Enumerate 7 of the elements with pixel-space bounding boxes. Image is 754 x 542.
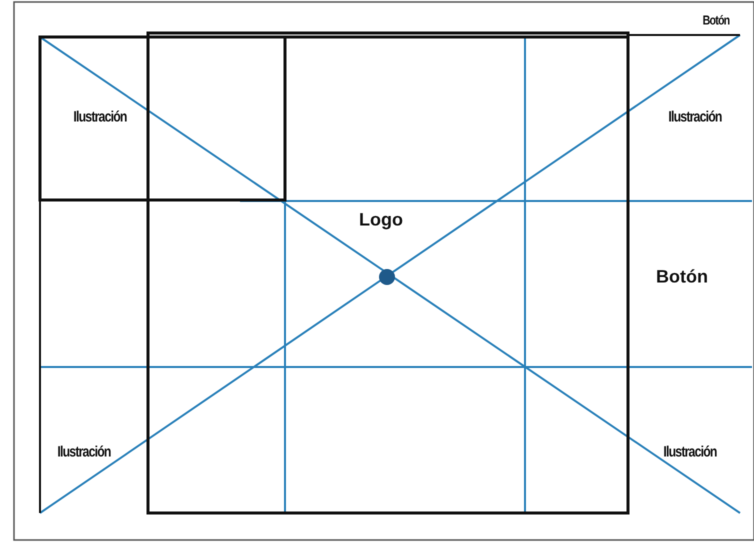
grid-label: Botón (702, 12, 730, 28)
grid-label: Logo (359, 210, 403, 230)
grid-label: Botón (656, 266, 708, 288)
grid-label: Ilustración (57, 444, 111, 460)
grid-label: Ilustración (663, 444, 717, 460)
grid-label: Ilustración (668, 108, 722, 126)
grid-label: Ilustración (73, 108, 127, 126)
